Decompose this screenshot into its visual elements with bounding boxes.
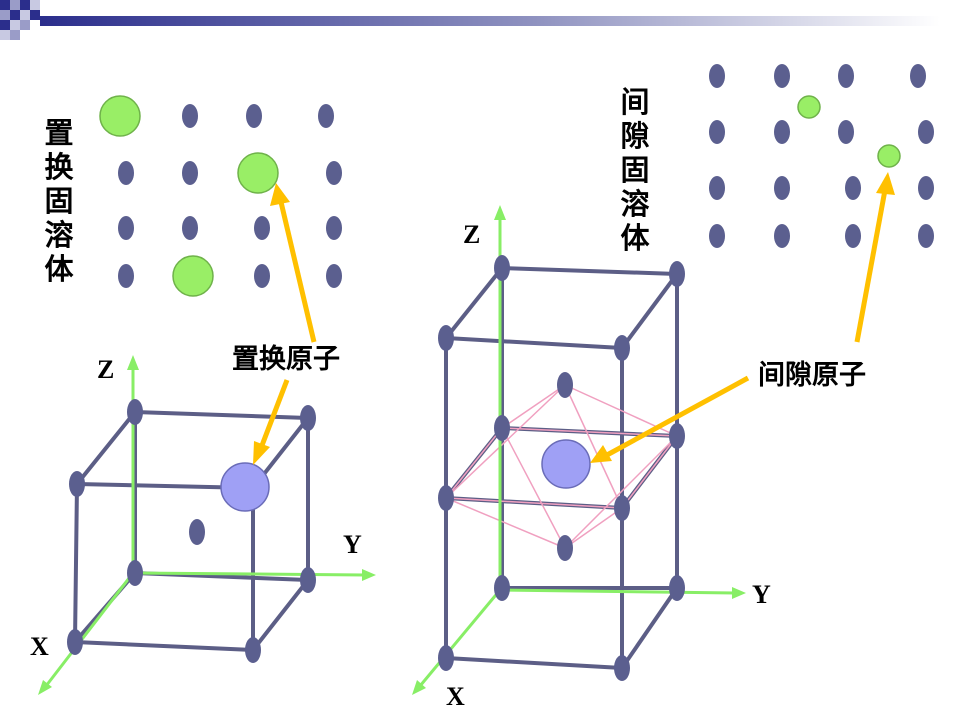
host-atom — [254, 264, 270, 288]
header-bar — [40, 16, 940, 26]
host-atom — [326, 264, 342, 288]
right-x-axis — [418, 589, 502, 687]
host-atom — [300, 405, 316, 431]
host-atom — [669, 575, 685, 601]
interstitial-atom-label: 间隙原子 — [758, 360, 866, 391]
host-atom — [118, 264, 134, 288]
interstitial-solute-atom — [797, 95, 821, 119]
host-atom — [669, 261, 685, 287]
host-atom — [669, 423, 685, 449]
host-atom — [494, 255, 510, 281]
substitutional-unit-cell — [38, 355, 376, 695]
left-z-label: Z — [97, 355, 115, 384]
host-atom — [494, 415, 510, 441]
host-atom — [557, 535, 573, 561]
host-atom — [838, 120, 854, 144]
left-x-axis — [44, 572, 135, 687]
host-atom — [67, 629, 83, 655]
host-atom — [326, 161, 342, 185]
host-atom — [318, 104, 334, 128]
host-atom — [438, 645, 454, 671]
host-atom — [774, 120, 790, 144]
host-atom — [709, 176, 725, 200]
host-atom — [182, 104, 198, 128]
host-atom — [118, 216, 134, 240]
right-cell-atoms — [438, 255, 685, 681]
right-y-axis — [499, 588, 736, 595]
interstitial-atom-in-cell — [541, 439, 591, 489]
right-z-label: Z — [463, 220, 481, 249]
host-atom — [438, 325, 454, 351]
host-atom — [614, 335, 630, 361]
pointer-arrows — [253, 172, 895, 465]
host-atom — [438, 485, 454, 511]
host-atom — [494, 575, 510, 601]
right-x-label: X — [446, 682, 465, 711]
host-atom — [918, 176, 934, 200]
host-atom — [182, 161, 198, 185]
host-atom — [182, 216, 198, 240]
left-x-label: X — [30, 632, 49, 661]
host-atom — [127, 560, 143, 586]
left-cube-atoms — [67, 399, 316, 663]
interstitial-solute-atom — [877, 144, 901, 168]
host-atom — [918, 120, 934, 144]
interstitial-solid-solution-title: 间隙固溶体 — [620, 85, 650, 255]
left-y-axis — [132, 571, 366, 577]
host-atom — [709, 64, 725, 88]
header-decoration — [0, 0, 940, 40]
host-atom — [774, 176, 790, 200]
host-atom — [245, 637, 261, 663]
host-atom — [127, 399, 143, 425]
host-atom — [838, 64, 854, 88]
host-atom — [69, 471, 85, 497]
host-atom — [614, 495, 630, 521]
host-atom — [709, 120, 725, 144]
host-atom — [300, 567, 316, 593]
substitutional-atom-in-cell — [220, 462, 270, 512]
substitutional-atom-label: 置换原子 — [232, 344, 340, 375]
left-y-label: Y — [343, 530, 362, 559]
host-atom — [709, 224, 725, 248]
host-atom — [254, 216, 270, 240]
substitutional-solid-solution-title: 置换固溶体 — [44, 116, 74, 286]
interstitial-unit-cell — [412, 205, 746, 695]
left-axes — [38, 355, 376, 695]
host-atom — [118, 161, 134, 185]
substitutional-lattice — [99, 95, 342, 297]
host-atom — [845, 224, 861, 248]
host-atom — [246, 104, 262, 128]
host-atom — [557, 372, 573, 398]
host-atom — [774, 224, 790, 248]
substitutional-solute-atom — [172, 255, 214, 297]
host-atom — [774, 64, 790, 88]
host-atom — [910, 64, 926, 88]
interstitial-lattice — [709, 64, 934, 248]
right-y-label: Y — [752, 580, 771, 609]
host-atom — [326, 216, 342, 240]
host-atom — [918, 224, 934, 248]
substitutional-solute-atom — [99, 95, 141, 137]
arrow-to-substitutional-atom-cell — [258, 379, 290, 449]
arrow-to-interstitial-atom-lattice — [854, 189, 888, 343]
host-atom — [845, 176, 861, 200]
arrow-to-substitutional-atom-lattice — [278, 201, 317, 343]
substitutional-solute-atom — [237, 152, 279, 194]
host-atom — [614, 655, 630, 681]
arrow-to-interstitial-atom-cell — [605, 375, 750, 458]
host-atom — [189, 519, 205, 545]
